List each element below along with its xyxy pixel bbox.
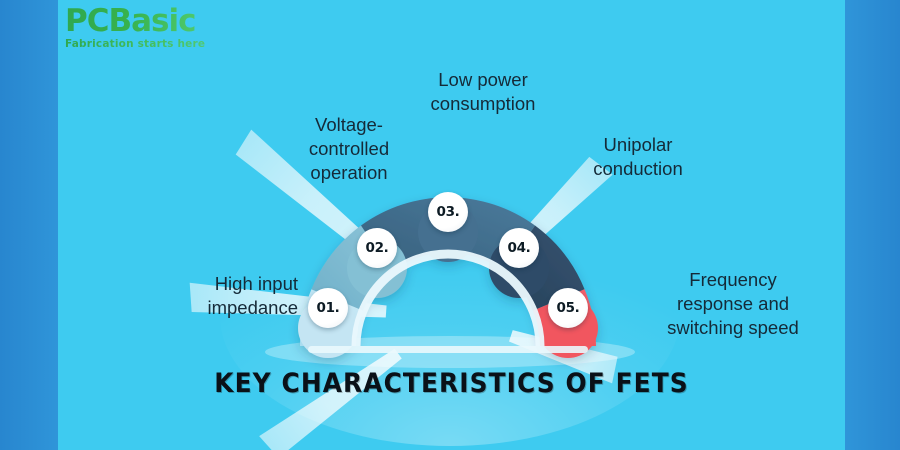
badge-05[interactable]: 05. — [548, 288, 588, 328]
label-02-voltage-controlled-operation: Voltage- controlled operation — [308, 114, 390, 183]
brand-name: PCBasic — [65, 6, 245, 37]
badge-04-number: 04. — [507, 240, 531, 256]
label-03-low-power-consumption: Low power consumption — [430, 69, 536, 114]
ray-01 — [259, 348, 402, 450]
label-05-frequency-response: Frequency response and switching speed — [667, 269, 799, 338]
arch-base-line — [308, 346, 588, 353]
page-title: KEY CHARACTERISTICS OF FETS — [214, 368, 689, 399]
inner-arc-ring — [351, 249, 545, 347]
letterbox-bar-right — [845, 0, 900, 450]
brand-tagline: Fabrication starts here — [65, 37, 245, 51]
badge-03[interactable]: 03. — [428, 192, 468, 232]
badge-02[interactable]: 02. — [357, 228, 397, 268]
badge-02-number: 02. — [365, 240, 389, 256]
infographic-body: PCBasic Fabrication starts here — [58, 0, 845, 450]
badge-01-number: 01. — [316, 300, 340, 316]
letterbox-bar-left — [0, 0, 58, 450]
badge-03-number: 03. — [436, 204, 460, 220]
label-04-unipolar-conduction: Unipolar conduction — [593, 134, 683, 179]
badge-01[interactable]: 01. — [308, 288, 348, 328]
brand-logo: PCBasic Fabrication starts here — [65, 6, 245, 52]
badge-05-number: 05. — [556, 300, 580, 316]
label-01-high-input-impedance: High input impedance — [207, 273, 298, 318]
badge-04[interactable]: 04. — [499, 228, 539, 268]
